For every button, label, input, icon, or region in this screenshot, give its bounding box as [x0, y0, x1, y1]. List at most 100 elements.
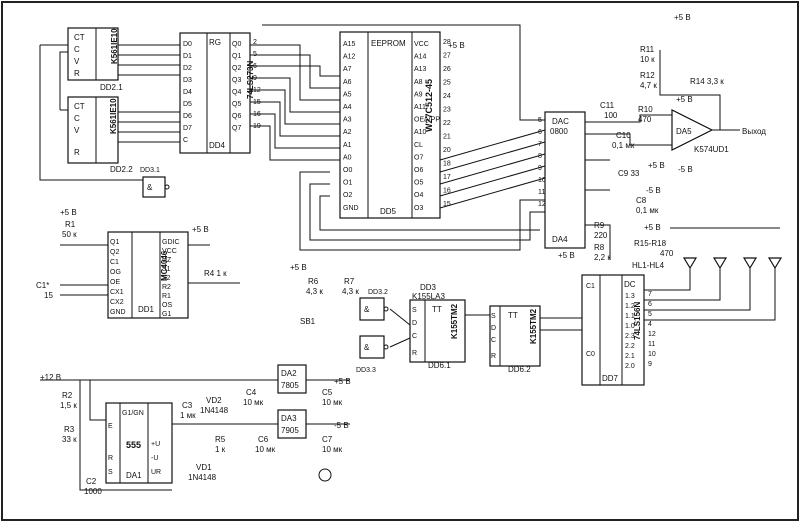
dd5-left-A6: A6 — [343, 79, 352, 86]
dd22-ref: DD2.2 — [110, 165, 133, 174]
da2-ref: DA2 — [281, 369, 297, 378]
dd4-in-D3: D3 — [183, 77, 192, 84]
svg-text:E: E — [108, 423, 113, 430]
dd31-ref: DD3.1 — [140, 167, 160, 174]
dd4-in-D6: D6 — [183, 113, 192, 120]
dd5-pin-28: 28 — [443, 39, 451, 46]
dd5-right-A9: A9 — [414, 91, 423, 98]
dd5-left-GND: GND — [343, 205, 359, 212]
dac-pin-11: 11 — [538, 189, 545, 196]
dd1-right-OS: OS — [162, 302, 172, 309]
da4-dac: DAC 0800 DA4 — [544, 111, 586, 249]
c10-value: 0,1 мк — [612, 141, 635, 150]
dd1-left-OE: OE — [110, 279, 120, 286]
dd5-right-A14: A14 — [414, 54, 427, 61]
dd2-2-counter: CT C V R K561IE10 DD2.2 — [67, 96, 133, 174]
dd5-pin-16: 16 — [443, 188, 451, 195]
dd5-right-O3: O3 — [414, 205, 423, 212]
dd5-right-A11: A11 — [414, 104, 426, 111]
da3-regulator: DA3 7905 — [277, 409, 307, 439]
dd4-name: 74LS273N — [246, 61, 255, 99]
output-label: Выход — [742, 127, 766, 136]
svg-text:C0: C0 — [586, 351, 595, 358]
plus5-label-e: +5 В — [334, 377, 351, 386]
c7-label: C7 — [322, 435, 333, 444]
dd3-ref: DD3 — [420, 283, 437, 292]
dd4-in-D0: D0 — [183, 41, 192, 48]
dd22-type: CT — [74, 102, 85, 111]
r11-label: R11 — [640, 45, 655, 54]
dd7-pin-6: 6 — [648, 301, 652, 308]
c6-label: C6 — [258, 435, 269, 444]
svg-text:V: V — [74, 126, 80, 135]
svg-text:+U: +U — [151, 441, 160, 448]
minus5-label-a: -5 В — [334, 421, 349, 430]
r12-value: 4,7 к — [640, 81, 657, 90]
r9-value: 220 — [594, 231, 608, 240]
dd7-right-2.2: 2.2 — [625, 343, 635, 350]
dd4-pin-9: 9 — [253, 75, 257, 82]
dd61-name: K155TM2 — [450, 303, 459, 339]
c1-value: 15 — [44, 291, 53, 300]
svg-text:V: V — [74, 57, 80, 66]
dac-pin-8: 8 — [538, 153, 542, 160]
c7-value: 10 мк — [322, 445, 343, 454]
da3-name: 7905 — [281, 426, 299, 435]
dd7-right-2.3: 2.3 — [625, 333, 635, 340]
dd5-left-A3: A3 — [343, 117, 352, 124]
dd4-out-Q6: Q6 — [232, 113, 241, 120]
svg-text:&: & — [364, 305, 370, 314]
dd7-right-1.2: 1.2 — [625, 303, 635, 310]
dd5-left-A0: A0 — [343, 154, 352, 161]
r3-label: R3 — [64, 425, 75, 434]
dac-pin-10: 10 — [538, 177, 546, 184]
c8-value: 0,1 мк — [636, 206, 659, 215]
vd2-label: VD2 — [206, 396, 222, 405]
dd7-pin-7: 7 — [648, 291, 652, 298]
svg-text:R: R — [108, 455, 113, 462]
svg-text:&: & — [147, 183, 153, 192]
dac-pin-12: 12 — [538, 201, 546, 208]
dd1-right-R1: R1 — [162, 293, 171, 300]
r3-value: 33 к — [62, 435, 77, 444]
dd4-out-Q5: Q5 — [232, 101, 241, 108]
svg-text:UR: UR — [151, 469, 161, 476]
dd62-name: K155TM2 — [529, 308, 538, 344]
da1-timer: E G1/GN 555 DA1 R S +U -U UR — [105, 402, 173, 484]
dd5-left-A1: A1 — [343, 142, 352, 149]
dd5-right-A13: A13 — [414, 66, 427, 73]
svg-text:S: S — [412, 307, 417, 314]
vd1-value: 1N4148 — [188, 473, 217, 482]
dd5-right-VCC: VCC — [414, 41, 429, 48]
dd5-left-O2: O2 — [343, 192, 352, 199]
c4-value: 10 мк — [243, 398, 264, 407]
dd7-right-1.0: 1.0 — [625, 323, 635, 330]
svg-text:C: C — [74, 114, 80, 123]
r1-value: 50 к — [62, 230, 77, 239]
dd5-right-OE/VPP: OE/VPP — [414, 117, 440, 124]
dd5-pin-20: 20 — [443, 147, 451, 154]
dd1-right-UZ: UZ — [162, 257, 172, 264]
c10-label: C10 — [616, 131, 631, 140]
pin-numbers: 2827262524232221201817161525691215161976… — [253, 39, 656, 368]
dd1-right-VCC: VCC — [162, 248, 177, 255]
dd5-pin-26: 26 — [443, 66, 451, 73]
dd1-right-S2: S2 — [162, 275, 171, 282]
plus5-label-f: +5 В — [674, 13, 691, 22]
svg-text:R: R — [491, 353, 496, 360]
dd1-right-S1: S1 — [162, 266, 171, 273]
svg-text:-U: -U — [151, 455, 158, 462]
led-icon-3 — [742, 257, 758, 270]
dd4-in-D5: D5 — [183, 101, 192, 108]
svg-text:TT: TT — [508, 311, 518, 320]
da5-name: K574UD1 — [694, 145, 729, 154]
mark-icon — [318, 468, 332, 482]
dd1-left-GND: GND — [110, 309, 126, 316]
dd1-left-CX1: CX1 — [110, 289, 124, 296]
dd5-left-A7: A7 — [343, 66, 352, 73]
dd7-pin-9: 9 — [648, 361, 652, 368]
dac-sub: 0800 — [550, 127, 568, 136]
dd4-out-Q1: Q1 — [232, 53, 241, 60]
plus5-label-a: +5 В — [60, 208, 77, 217]
